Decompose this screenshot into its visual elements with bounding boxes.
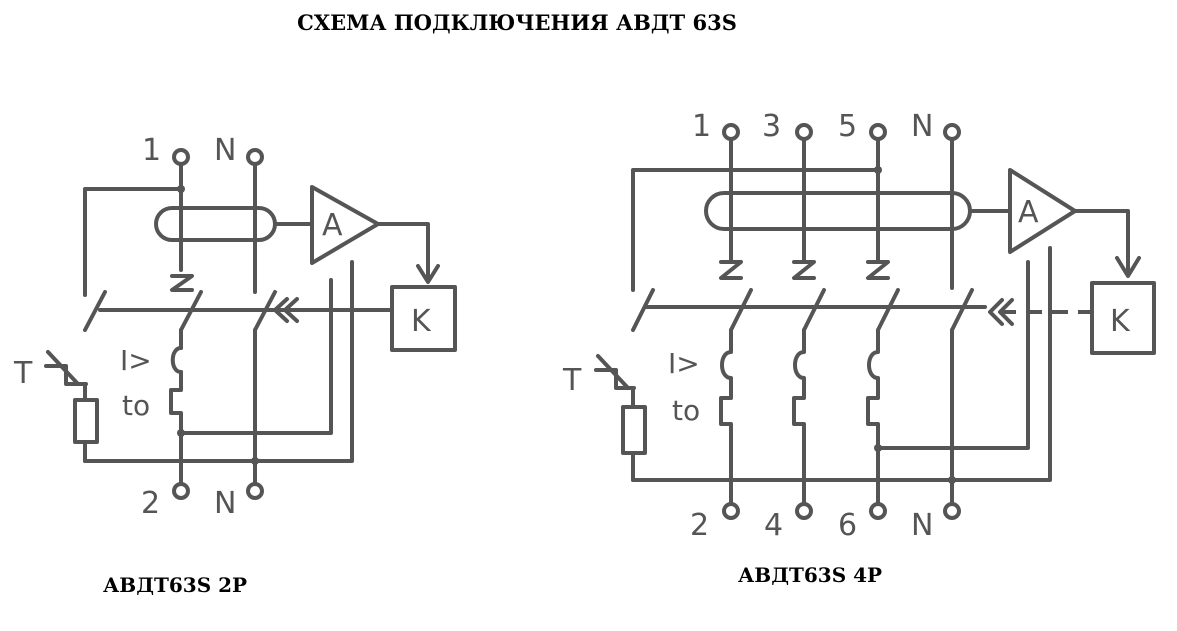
current-transformer [154,206,277,242]
terminal-label-1: 1 [142,133,161,168]
relay-arrow [416,264,440,284]
amplifier-triangle [1008,168,1077,254]
overcurrent-label: I> [668,347,700,380]
terminal-label-n-bottom: N [214,486,236,521]
relay-box [1090,281,1156,355]
test-wire-top [83,187,183,297]
contact-phase [179,290,203,332]
phase-5-protection [866,328,880,507]
terminal-label-n-bottom: N [911,508,933,543]
relay-box [390,285,457,352]
overcurrent-coil [170,346,183,374]
thermal-element [169,370,183,487]
test-button [44,350,88,386]
test-button [594,354,636,390]
terminal-label-6: 6 [838,508,857,543]
phase-1-protection [719,328,733,507]
diagram-2p: 1 N A K [13,133,457,521]
terminal-2 [722,502,740,520]
terminal-label-n-top: N [911,109,933,144]
terminal-label-n-top: N [214,133,236,168]
amplifier-label: A [1018,195,1039,230]
current-transformer [704,191,972,231]
terminal-n-top [943,123,961,141]
terminal-label-4: 4 [764,508,783,543]
amplifier-triangle [310,185,380,265]
test-wire-top [631,168,880,292]
test-button-label: T [562,363,582,398]
contact-test [83,290,107,332]
caption-2p: АВДТ63S 2P [103,573,248,597]
test-resistor [621,405,647,455]
contact-neutral [950,288,974,332]
terminal-1 [722,123,740,141]
phase-3-protection [792,328,806,507]
terminal-n-bottom [246,482,264,500]
relay-label: K [1110,304,1131,339]
caption-4p: АВДТ63S 4P [738,563,883,587]
terminal-label-2: 2 [141,486,160,521]
terminal-2 [172,482,190,500]
contact-test [631,288,655,332]
terminal-label-5: 5 [838,109,857,144]
terminal-label-3: 3 [762,109,781,144]
terminal-n-bottom [943,502,961,520]
contact-phase-1 [729,288,753,332]
thermal-label: to [672,394,700,427]
contact-phase-3 [802,288,826,332]
terminal-3 [795,123,813,141]
contact-phase-5 [876,288,900,332]
test-button-label: T [13,356,33,391]
diagram-4p: 1 3 5 N A K [562,109,1156,543]
overcurrent-label: I> [120,344,152,377]
page-title: СХЕМА ПОДКЛЮЧЕНИЯ АВДТ 63S [297,10,737,35]
terminal-6 [869,502,887,520]
terminal-n-top [246,148,264,166]
amplifier-label: A [322,208,343,243]
terminal-4 [795,502,813,520]
test-resistor [73,398,99,444]
terminal-label-1: 1 [692,109,711,144]
contact-neutral [253,290,277,332]
relay-arrow [1115,256,1141,278]
terminal-label-2: 2 [690,508,709,543]
terminal-5 [869,123,887,141]
thermal-label: to [122,389,150,422]
relay-label: K [411,304,432,339]
terminal-1 [172,148,190,166]
